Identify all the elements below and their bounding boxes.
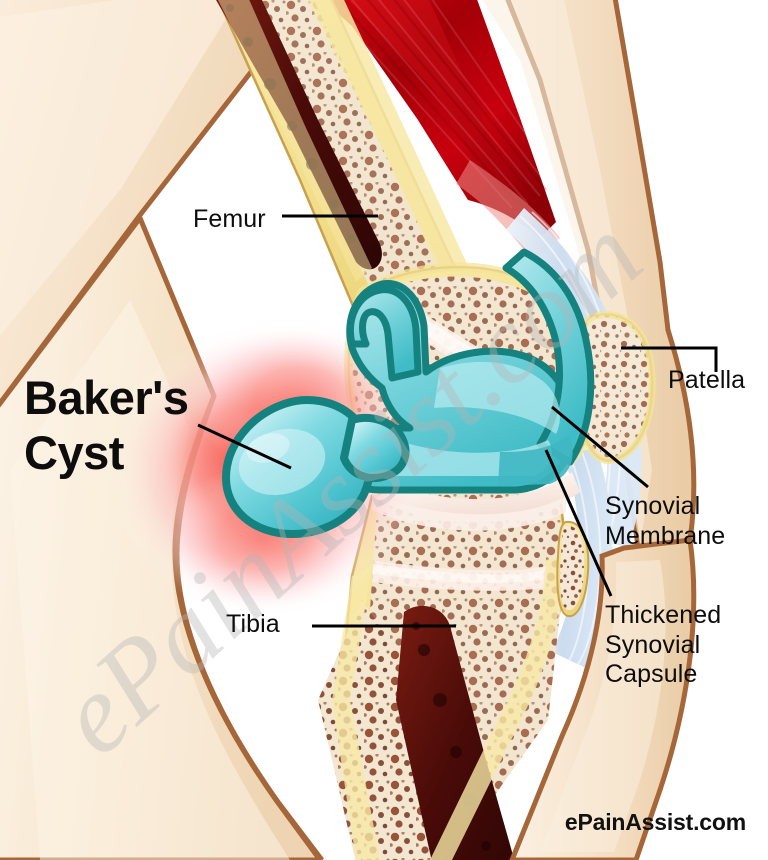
label-bakers-cyst: Baker's Cyst [24, 371, 189, 480]
label-femur: Femur [193, 205, 266, 233]
thigh-soft-tissue [0, 0, 311, 408]
leader-line-thickened-capsule [544, 449, 613, 597]
leader-line-bakers-cyst [197, 423, 292, 470]
bakers-cyst-shape [222, 396, 410, 538]
tibia-bone [318, 492, 568, 860]
label-thickened-synovial-capsule: Thickened Synovial Capsule [605, 601, 722, 688]
articular-cartilage [372, 472, 580, 531]
fibula-head [556, 520, 590, 618]
leader-line-synovial-membrane [551, 405, 649, 489]
label-patella: Patella [668, 366, 746, 394]
label-synovial-membrane: Synovial Membrane [605, 492, 726, 550]
shin-soft-tissue [509, 537, 697, 860]
tibia-medullary-canal [396, 605, 515, 860]
leader-line-patella [621, 346, 718, 372]
posterior-capsule-horn [347, 286, 422, 382]
label-tibia: Tibia [226, 610, 280, 638]
brand-watermark: ePainAssist.com [564, 809, 746, 835]
leader-lines [197, 214, 718, 628]
